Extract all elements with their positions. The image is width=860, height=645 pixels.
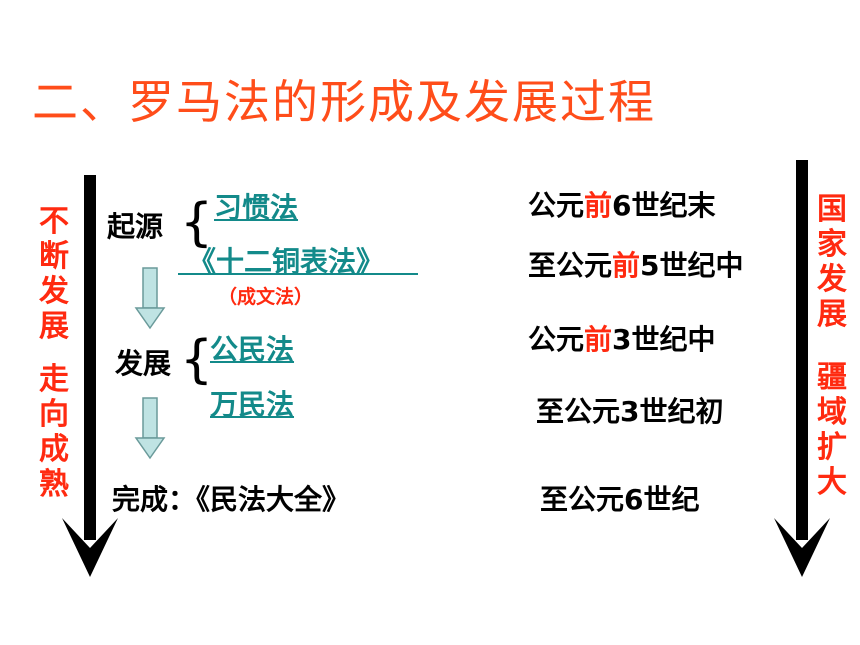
written-law-note: （成文法） xyxy=(218,286,314,308)
left-vertical-text-2: 走向成熟 xyxy=(39,362,69,502)
development-brace: { xyxy=(180,330,214,390)
date-1: 公元前6世纪末 xyxy=(528,189,716,222)
date-3: 公元前3世纪中 xyxy=(528,323,716,356)
date-5: 至公元6世纪 xyxy=(540,483,700,516)
right-vertical-text-1: 国家发展 xyxy=(817,192,847,332)
origin-label: 起源 xyxy=(107,210,164,243)
step-arrow-1 xyxy=(134,267,166,330)
step-arrow-2 xyxy=(134,397,166,460)
slide-title: 二、罗马法的形成及发展过程 xyxy=(32,75,656,129)
date-4: 至公元3世纪初 xyxy=(536,395,724,428)
completion-label: 完成：《民法大全》 xyxy=(112,483,351,516)
civil-law-link[interactable]: 公民法 xyxy=(210,333,295,366)
twelve-tables-link[interactable]: 《十二铜表法》 xyxy=(188,245,385,278)
right-vertical-text-2: 疆域扩大 xyxy=(817,360,847,500)
development-label: 发展 xyxy=(115,347,172,380)
origin-brace: { xyxy=(180,193,214,253)
customary-law-link[interactable]: 习惯法 xyxy=(214,191,299,224)
left-arrow-head xyxy=(62,518,118,577)
law-of-nations-link[interactable]: 万民法 xyxy=(210,388,295,421)
right-arrow-head xyxy=(774,518,830,577)
date-2: 至公元前5世纪中 xyxy=(528,249,744,282)
left-vertical-text-1: 不断发展 xyxy=(39,204,69,344)
